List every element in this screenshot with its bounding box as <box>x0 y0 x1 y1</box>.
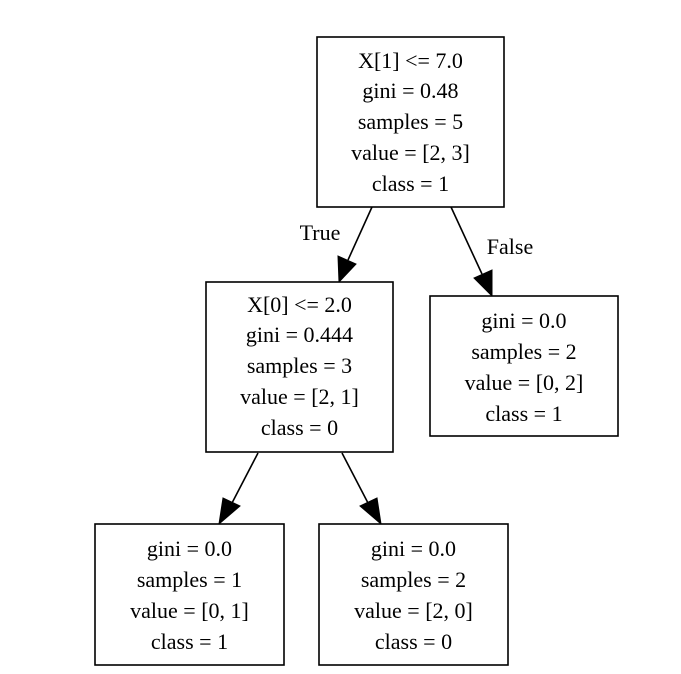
node-class: class = 1 <box>151 629 228 654</box>
tree-node-left: X[0] <= 2.0 gini = 0.444 samples = 3 val… <box>205 281 394 453</box>
node-samples: samples = 2 <box>471 339 576 364</box>
edge-left-to-left-left <box>218 452 259 526</box>
node-box <box>94 523 285 666</box>
edge-label-false: False <box>487 234 533 259</box>
node-value: value = [2, 3] <box>351 140 470 165</box>
node-box <box>429 295 619 437</box>
tree-node-root: X[1] <= 7.0 gini = 0.48 samples = 5 valu… <box>316 36 505 208</box>
edge-root-to-right: False <box>450 206 533 298</box>
arrowhead-icon <box>337 255 357 284</box>
node-samples: samples = 2 <box>361 567 466 592</box>
node-value: value = [2, 1] <box>240 384 359 409</box>
node-samples: samples = 3 <box>247 353 352 378</box>
node-box <box>316 36 505 208</box>
node-value: value = [0, 1] <box>130 598 249 623</box>
tree-node-left-right: gini = 0.0 samples = 2 value = [2, 0] cl… <box>318 523 509 666</box>
node-gini: gini = 0.0 <box>481 308 566 333</box>
node-gini: gini = 0.444 <box>246 322 353 347</box>
node-box <box>318 523 509 666</box>
edge-label-true: True <box>300 220 341 245</box>
node-samples: samples = 5 <box>358 109 463 134</box>
node-value: value = [0, 2] <box>465 370 584 395</box>
node-gini: gini = 0.0 <box>371 536 456 561</box>
tree-node-left-left: gini = 0.0 samples = 1 value = [0, 1] cl… <box>94 523 285 666</box>
arrowhead-icon <box>473 269 493 298</box>
node-value: value = [2, 0] <box>354 598 473 623</box>
arrowhead-icon <box>359 497 382 526</box>
node-class: class = 0 <box>375 629 452 654</box>
arrowhead-icon <box>218 497 241 526</box>
node-gini: gini = 0.0 <box>147 536 232 561</box>
node-split-condition: X[0] <= 2.0 <box>247 292 352 317</box>
tree-node-right: gini = 0.0 samples = 2 value = [0, 2] cl… <box>429 295 619 437</box>
edge-root-to-left: True <box>300 206 373 284</box>
node-class: class = 1 <box>485 401 562 426</box>
node-box <box>205 281 394 453</box>
node-class: class = 1 <box>372 171 449 196</box>
tree-edges: True False <box>218 206 533 526</box>
edge-left-to-left-right <box>341 452 382 526</box>
node-split-condition: X[1] <= 7.0 <box>358 48 463 73</box>
node-samples: samples = 1 <box>137 567 242 592</box>
node-class: class = 0 <box>261 415 338 440</box>
node-gini: gini = 0.48 <box>362 78 458 103</box>
